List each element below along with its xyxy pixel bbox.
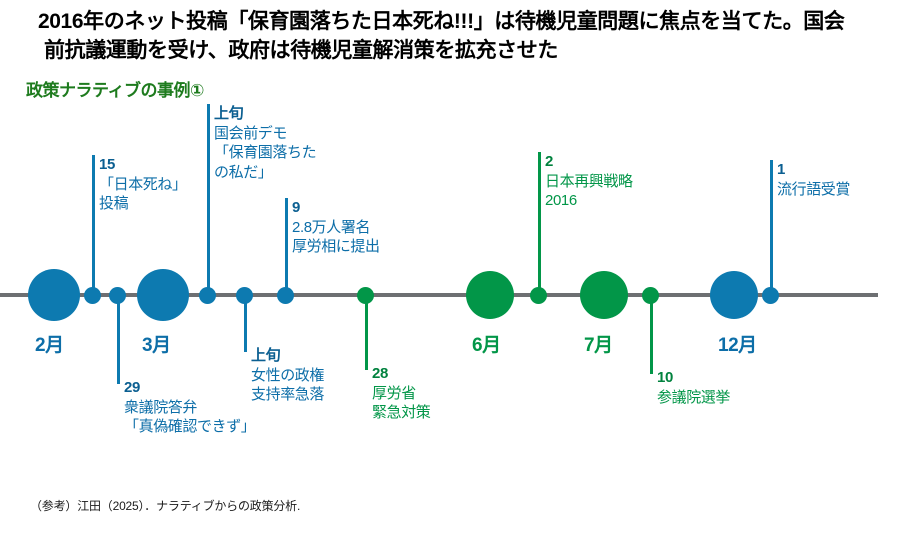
annotation-diet-answer-line1: 衆議院答弁 [124, 398, 198, 416]
timeline-node-june[interactable] [466, 271, 514, 319]
connector-line-diet-answer [117, 296, 120, 384]
timeline-dot-march-demo[interactable] [199, 287, 216, 304]
annotation-march-demo-day: 上旬 [214, 105, 244, 122]
timeline-dot-emergency[interactable] [357, 287, 374, 304]
annotation-15-line2: 投稿 [99, 195, 129, 212]
timeline-dot-buzzword[interactable] [762, 287, 779, 304]
annotation-buzzword: 1 流行語受賞 [777, 160, 850, 199]
annotation-approval-drop: 上旬 女性の政権 支持率急落 [251, 346, 324, 405]
annotation-diet-answer: 29 衆議院答弁 「真偽確認できず」 [124, 378, 256, 437]
timeline-axis [0, 293, 878, 297]
annotation-growth-strategy: 2 日本再興戦略 2016 [545, 152, 633, 211]
connector-line-growth-strategy [538, 152, 541, 295]
connector-line-approval-drop [244, 296, 247, 352]
annotation-emergency-measures-day: 28 [372, 365, 388, 382]
timeline-node-december[interactable] [710, 271, 758, 319]
annotation-emergency-measures-line1: 厚労省 [372, 384, 416, 402]
timeline-dot-growth-strategy[interactable] [530, 287, 547, 304]
timeline-dot-approval-drop[interactable] [236, 287, 253, 304]
annotation-petition-day: 9 [292, 199, 300, 216]
source-citation: （参考）江田（2025）．ナラティブからの政策分析. [30, 499, 301, 513]
timeline-node-february[interactable] [28, 269, 80, 321]
connector-line-emergency-measures [365, 296, 368, 370]
annotation-15-line1: 「日本死ね」 [99, 175, 187, 193]
connector-line-petition [285, 198, 288, 295]
connector-line-15 [92, 155, 95, 295]
annotation-buzzword-line1: 流行語受賞 [777, 180, 851, 198]
annotation-growth-strategy-line1: 日本再興戦略 [545, 172, 633, 190]
annotation-petition-line2: 厚労相に提出 [292, 238, 380, 255]
page-subtitle: 政策ナラティブの事例① [26, 81, 204, 100]
annotation-march-demo-line3: の私だ」 [214, 163, 273, 181]
annotation-growth-strategy-line2: 2016 [545, 192, 577, 209]
annotation-emergency-measures: 28 厚労省 緊急対策 [372, 364, 431, 423]
annotation-upper-house-election-day: 10 [657, 369, 673, 386]
annotation-diet-answer-line2: 「真偽確認できず」 [124, 418, 256, 435]
annotation-growth-strategy-day: 2 [545, 153, 553, 170]
annotation-emergency-measures-line2: 緊急対策 [372, 404, 431, 421]
timeline-dot-election[interactable] [642, 287, 659, 304]
annotation-upper-house-election-line1: 参議院選挙 [657, 388, 731, 406]
annotation-march-demo-line1: 国会前デモ [214, 124, 288, 142]
annotation-buzzword-day: 1 [777, 161, 785, 178]
annotation-15-day: 15 [99, 156, 115, 173]
connector-line-march-demo [207, 104, 210, 295]
annotation-petition-line1: 2.8万人署名 [292, 218, 371, 236]
timeline-dot-petition[interactable] [277, 287, 294, 304]
annotation-march-demo: 上旬 国会前デモ 「保育園落ちた の私だ」 [214, 104, 317, 182]
month-label-june: 6月 [472, 335, 501, 356]
month-label-february: 2月 [35, 335, 64, 356]
month-label-march: 3月 [142, 335, 171, 356]
connector-line-upper-house-election [650, 296, 653, 374]
annotation-approval-drop-line2: 支持率急落 [251, 386, 325, 403]
month-label-july: 7月 [584, 335, 613, 356]
annotation-approval-drop-line1: 女性の政権 [251, 366, 325, 384]
annotation-upper-house-election: 10 参議院選挙 [657, 368, 730, 407]
page-title: 2016年のネット投稿「保育園落ちた日本死ね!!!」は待機児童問題に焦点を当てた… [38, 8, 900, 66]
annotation-15: 15 「日本死ね」 投稿 [99, 155, 187, 214]
timeline-node-july[interactable] [580, 271, 628, 319]
annotation-diet-answer-day: 29 [124, 379, 140, 396]
annotation-petition: 9 2.8万人署名 厚労相に提出 [292, 198, 380, 257]
annotation-approval-drop-day: 上旬 [251, 347, 281, 364]
page-title-line-2: 前抗議運動を受け、政府は待機児童解消策を拡充させた [44, 38, 558, 62]
connector-line-buzzword [770, 160, 773, 295]
annotation-march-demo-line2: 「保育園落ちた [214, 144, 317, 161]
page-title-line-1: 2016年のネット投稿「保育園落ちた日本死ね!!!」は待機児童問題に焦点を当てた… [38, 10, 845, 33]
month-label-december: 12月 [718, 335, 757, 356]
timeline-dot-15[interactable] [84, 287, 101, 304]
timeline-node-march[interactable] [137, 269, 189, 321]
timeline-dot-diet-answer[interactable] [109, 287, 126, 304]
